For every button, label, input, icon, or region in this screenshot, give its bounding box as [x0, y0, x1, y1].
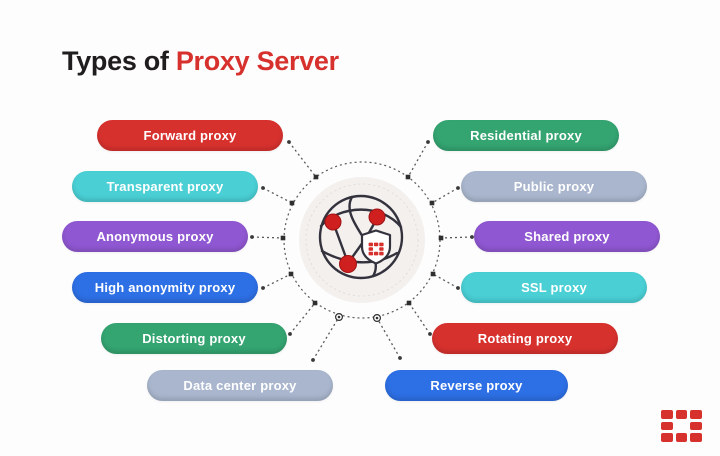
pill-rotating-proxy: Rotating proxy — [432, 323, 618, 354]
pill-label: Data center proxy — [183, 378, 297, 393]
pill-label: Forward proxy — [143, 128, 237, 143]
pill-label: Reverse proxy — [430, 378, 523, 393]
title-highlight: Proxy Server — [175, 46, 339, 76]
logo-cell — [690, 433, 702, 442]
logo-cell — [690, 421, 702, 431]
page-title: Types of Proxy Server — [62, 46, 339, 77]
pill-label: Rotating proxy — [477, 331, 573, 346]
pill-label: Public proxy — [513, 179, 595, 194]
logo-cell — [661, 410, 673, 419]
logo-cell — [675, 410, 688, 419]
title-prefix: Types of — [62, 46, 176, 76]
logo-cell — [661, 421, 673, 431]
pill-label: High anonymity proxy — [94, 280, 236, 295]
pill-label: Shared proxy — [524, 229, 610, 244]
shield-icon — [360, 229, 392, 265]
pill-data-center-proxy: Data center proxy — [147, 370, 333, 401]
pill-high-anonymity-proxy: High anonymity proxy — [72, 272, 258, 303]
logo-cell-empty — [676, 422, 688, 431]
pill-label: Distorting proxy — [142, 331, 246, 346]
pill-residential-proxy: Residential proxy — [433, 120, 619, 151]
globe-red-nodes — [324, 208, 386, 273]
pill-transparent-proxy: Transparent proxy — [72, 171, 258, 202]
pill-label: Anonymous proxy — [96, 229, 214, 244]
pill-label: SSL proxy — [521, 280, 587, 295]
pill-label: Transparent proxy — [106, 179, 224, 194]
pill-label: Residential proxy — [470, 128, 582, 143]
pill-reverse-proxy: Reverse proxy — [385, 370, 568, 401]
pill-anonymous-proxy: Anonymous proxy — [62, 221, 248, 252]
logo-cell — [661, 433, 673, 442]
connector-lines — [250, 140, 474, 362]
logo-cell — [675, 433, 688, 442]
pill-public-proxy: Public proxy — [461, 171, 647, 202]
pill-distorting-proxy: Distorting proxy — [101, 323, 287, 354]
fortinet-logo — [661, 410, 702, 442]
pill-shared-proxy: Shared proxy — [474, 221, 660, 252]
pill-ssl-proxy: SSL proxy — [461, 272, 647, 303]
inner-faint-ring — [305, 183, 419, 297]
pill-forward-proxy: Forward proxy — [97, 120, 283, 151]
logo-cell — [690, 410, 702, 419]
shield-grid-logo — [368, 242, 384, 256]
